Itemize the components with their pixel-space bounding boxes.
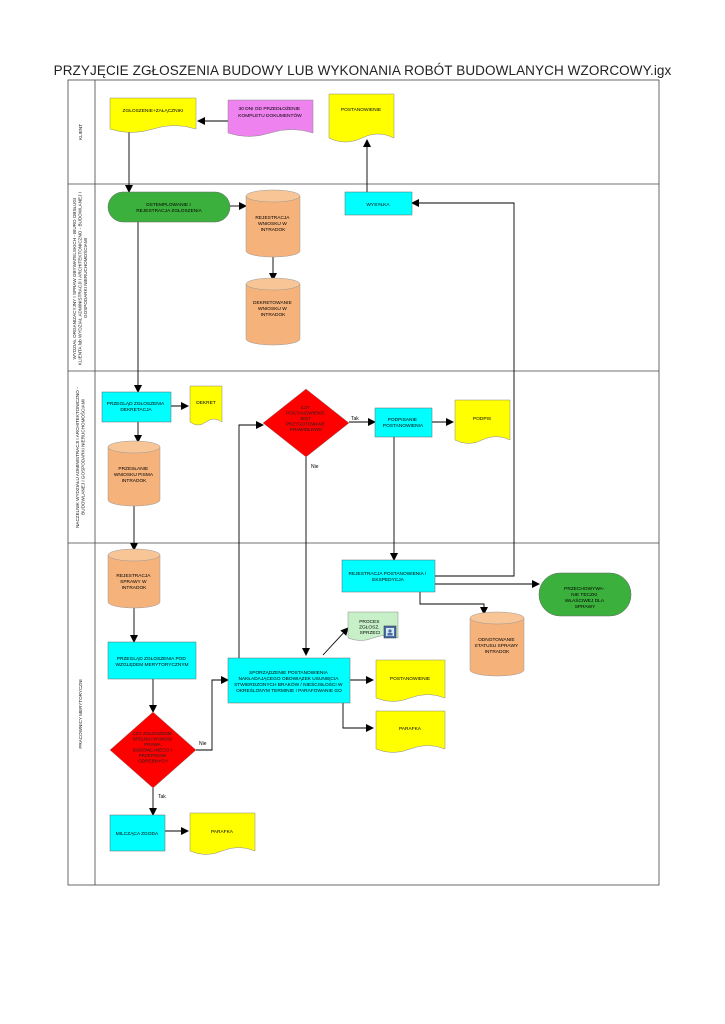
svg-text:ZGŁOSZENIE+ZAŁĄCZNIKI: ZGŁOSZENIE+ZAŁĄCZNIKI (123, 108, 184, 114)
svg-text:SPORZĄDZENIE POSTANOWIENIA: SPORZĄDZENIE POSTANOWIENIA NAKŁADAJĄCEGO… (234, 670, 344, 694)
svg-text:WYSYŁKA: WYSYŁKA (366, 202, 390, 208)
edge-label-nie-2: Nie (199, 741, 207, 747)
lane-label-pracownicy: PRACOWNICY MERYTORYCZNI (78, 679, 83, 748)
connector-rejestracja-postanowienia-wysylka (411, 199, 515, 577)
page-title: PRZYJĘCIE ZGŁOSZENIA BUDOWY LUB WYKONANI… (53, 63, 672, 78)
svg-text:PODPIS: PODPIS (473, 416, 491, 422)
swimlane-frame (67, 79, 660, 886)
svg-text:PODPISANIE POSTANOWIENIA: PODPISANIE POSTANOWIENIA (383, 417, 424, 429)
connector-decision-sporzadzenie-nie (196, 676, 229, 751)
node-milczaca-zgoda: MILCZĄCA ZGODA (109, 814, 166, 852)
svg-text:POSTANOWIENIE: POSTANOWIENIE (341, 107, 381, 113)
node-sporzadzenie-postanowienia: SPORZĄDZENIE POSTANOWIENIA NAKŁADAJĄCEGO… (227, 657, 351, 704)
svg-text:REJESTRACJA SPRAWY W: REJESTRACJA SPRAWY W INTRADOK (116, 573, 151, 591)
svg-text:POSTANOWIENIE: POSTANOWIENIE (390, 676, 430, 682)
svg-text:DEKRET: DEKRET (196, 400, 216, 406)
node-przeglad-merytoryczny: PRZEGLĄD ZGŁOSZENIA POD WZGLĘDEM MERYTOR… (107, 641, 197, 680)
node-dekret: DEKRET (189, 385, 223, 426)
lane-labels: KLIENT WYDZIAŁ ORGANIZACYJNY I SPRAW OBY… (72, 124, 88, 749)
node-przechowywanie: PRZECHOWYWA- NIE TECZKI WŁAŚCIWEJ DLA SP… (538, 572, 632, 617)
node-rejestracja-sprawy: REJESTRACJA SPRAWY W INTRADOK (107, 548, 161, 609)
subprocess-link-icon (383, 625, 397, 639)
svg-text:REJESTRACJA WNIOSKU W: REJESTRACJA WNIOSKU W INTRADOK (255, 215, 290, 233)
node-przeglad-dekretacja: PRZEGLĄD ZGŁOSZENIA DEKRETACJA (101, 391, 172, 423)
edge-label-nie-1: Nie (311, 464, 319, 470)
svg-text:DEKRETOWANIE WNIOSKU W: DEKRETOWANIE WNIOSKU W INTRADOK (253, 300, 293, 318)
node-podpis: PODPIS (454, 399, 511, 444)
node-30-dni: 30 DNI OD PRZEDŁOŻENIE KOMPLETU DOKUMENT… (227, 99, 314, 137)
connectors (125, 117, 540, 835)
node-podpisanie-postanowienia: PODPISANIE POSTANOWIENIA (374, 407, 433, 438)
connector-sporzadzenie-przeglad-naczelnik (238, 421, 264, 658)
node-przeslanie: PRZESŁANIE WNIOSKU PISMA INTRADOK (107, 440, 161, 507)
node-wysylka: WYSYŁKA (344, 191, 413, 216)
lane-label-klient: KLIENT (78, 124, 83, 140)
edge-label-tak-2: Tak (158, 794, 166, 800)
node-rejestracja-postanowienia: REJESTRACJA POSTANOWIENIA / EKSPEDYCJA (341, 559, 436, 593)
node-proces-zgloszenia-sprzeciwu: PROCES ZGŁOSZ. SPRZECI (347, 611, 399, 641)
lane-label-naczelnik: NACZELNIK WYDZIAŁU ADMINISTRACJI I ARCHI… (75, 386, 86, 528)
node-parafka-2: PARAFKA (189, 812, 256, 855)
svg-text:MILCZĄCA ZGODA: MILCZĄCA ZGODA (116, 831, 159, 837)
lane-label-biuro-obslugi: WYDZIAŁ ORGANIZACYJNY I SPRAW OBYWATELSK… (72, 191, 88, 365)
node-ostemplowanie: OSTEMPLOWANIE I REJESTRACJA ZGŁOSZENIA (107, 191, 231, 223)
node-postanowienie-2: POSTANOWIENIE (375, 659, 446, 702)
svg-text:ODNOTOWANIE STATUSU SPRA: ODNOTOWANIE STATUSU SPRAWY INTRADOK (475, 637, 520, 655)
node-zgloszenie-zalaczniki: ZGŁOSZENIE+ZAŁĄCZNIKI (109, 97, 197, 133)
node-postanowienie-klient: POSTANOWIENIE (328, 93, 395, 143)
svg-text:CZY ZGŁOSZENIE SPEŁNIA W: CZY ZGŁOSZENIE SPEŁNIA WYMOGI PRAWA BUDO… (132, 731, 173, 764)
svg-text:PARAFKA: PARAFKA (399, 726, 422, 732)
node-odnotowanie: ODNOTOWANIE STATUSU SPRAWY INTRADOK (469, 611, 525, 677)
node-dekretowanie: DEKRETOWANIE WNIOSKU W INTRADOK (245, 277, 301, 346)
decision-czy-zgloszenie: CZY ZGŁOSZENIE SPEŁNIA WYMOGI PRAWA BUDO… (109, 711, 197, 789)
svg-text:CZY POSTANOWIENIE: CZY POSTANOWIENIE JEST PRZYGOTOWANE PRAW… (286, 405, 327, 432)
svg-text:PRZECHOWYWA- NIE TECZKI: PRZECHOWYWA- NIE TECZKI WŁAŚCIWEJ DLA SP… (564, 586, 606, 610)
edge-label-tak-1: Tak (351, 416, 359, 422)
svg-text:REJESTRACJA POSTANOWIENIA /: REJESTRACJA POSTANOWIENIA / EKSPEDYCJA (348, 571, 427, 583)
node-parafka-1: PARAFKA (375, 710, 446, 753)
svg-text:PRZEGLĄD ZGŁOSZENIA POD: PRZEGLĄD ZGŁOSZENIA POD WZGLĘDEM MERYTOR… (115, 656, 188, 668)
node-rejestracja-wniosku: REJESTRACJA WNIOSKU W INTRADOK (245, 189, 301, 258)
connector-sporzadzenie-proces (322, 627, 349, 656)
connector-rejestracja-postanowienia-odnotowanie (419, 592, 488, 615)
svg-text:PRZEGLĄD ZGŁOSZENIA DEKR: PRZEGLĄD ZGŁOSZENIA DEKRETACJA (107, 401, 166, 413)
svg-text:PRZESŁANIE WNIOSKU PISMA: PRZESŁANIE WNIOSKU PISMA INTRADOK (114, 466, 154, 484)
connector-sporzadzenie-parafka1 (342, 703, 374, 732)
svg-text:PROCES ZGŁOSZ. SPR: PROCES ZGŁOSZ. SPRZECI (359, 619, 381, 636)
svg-text:OSTEMPLOWANIE I REJESTRA: OSTEMPLOWANIE I REJESTRACJA ZGŁOSZENIA (136, 202, 202, 214)
svg-text:PARAFKA: PARAFKA (211, 829, 234, 835)
svg-text:30 DNI OD PRZEDŁOŻENIE K: 30 DNI OD PRZEDŁOŻENIE KOMPLETU DOKUMENT… (238, 105, 302, 119)
decision-czy-postanowienie: CZY POSTANOWIENIE JEST PRZYGOTOWANE PRAW… (262, 388, 350, 458)
